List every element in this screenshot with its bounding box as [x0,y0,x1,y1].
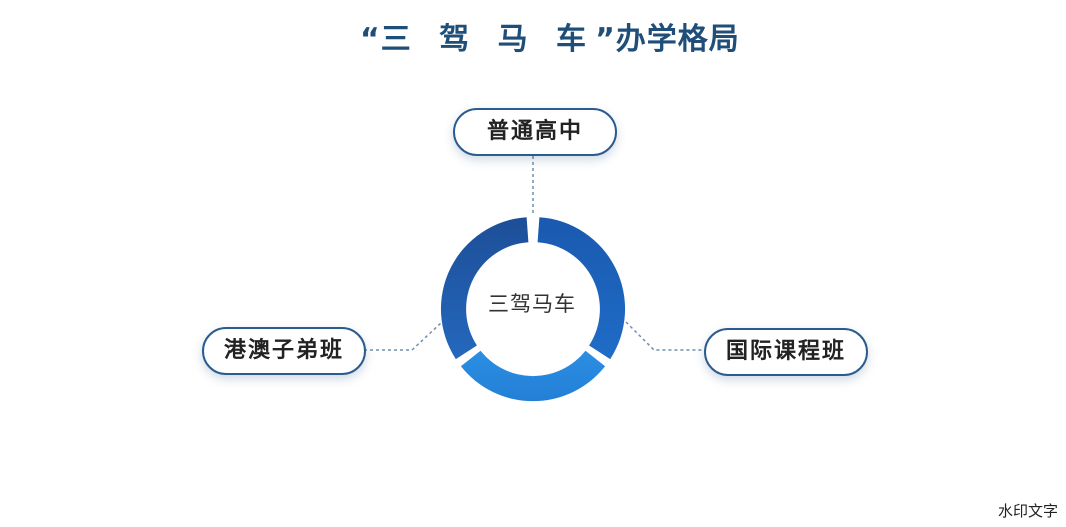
title-name: 三 驾 马 车 [380,22,596,57]
node-general-high-school: 普通高中 [453,108,617,156]
ring-segment-bottom [460,350,606,402]
connector-right [625,321,704,351]
connector-left [364,321,443,351]
title-quote-open: “ [360,22,381,57]
ring-segment-right [537,217,626,360]
title-quote-close: ” [595,22,616,57]
diagram-title: “三 驾 马 车”办学格局 [360,18,739,62]
node-hk-macau-class: 港澳子弟班 [202,327,366,375]
ring-segment-left [440,217,529,360]
title-suffix: 办学格局 [615,22,740,57]
node-international-class: 国际课程班 [704,328,868,376]
watermark-text: 水印文字 [997,502,1058,520]
center-label: 三驾马车 [488,292,576,316]
